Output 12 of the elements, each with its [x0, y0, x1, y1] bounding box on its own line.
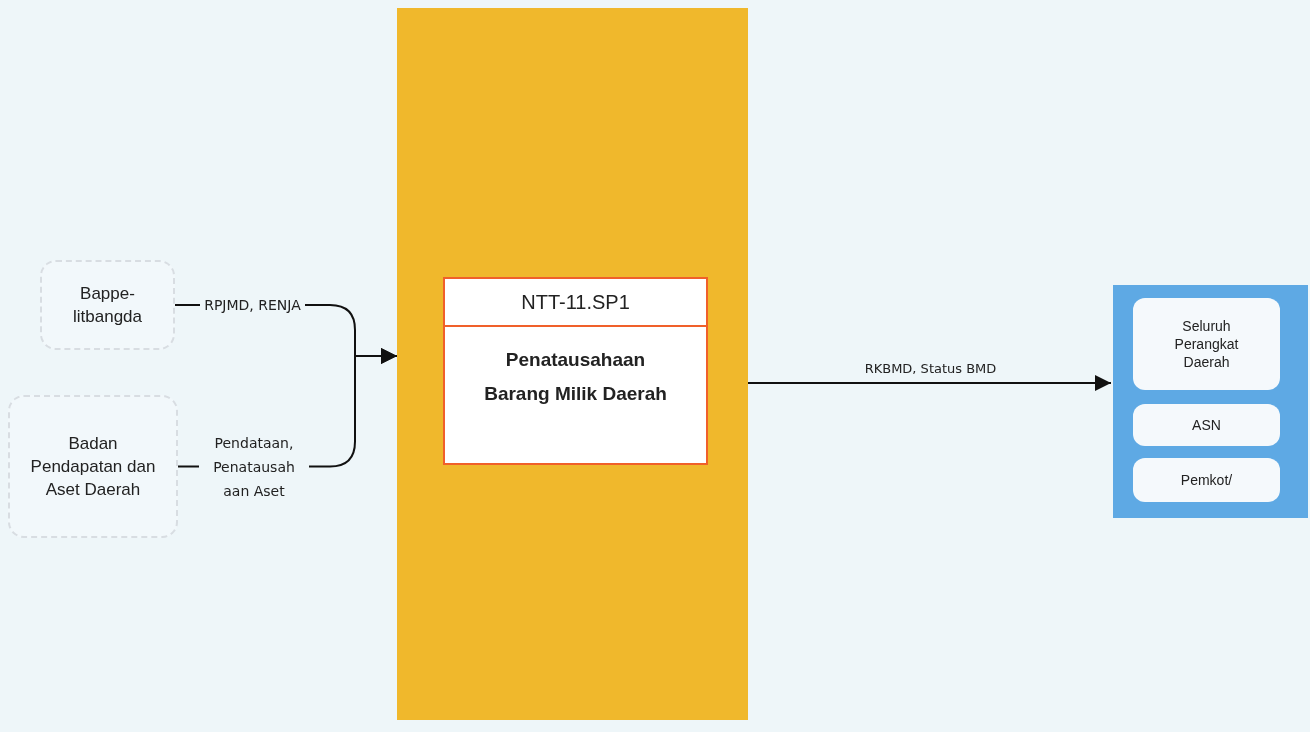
- recipient-panel: [1113, 285, 1308, 518]
- process-box: [443, 277, 708, 465]
- edge-label: RKBMD, Status BMD: [863, 360, 998, 379]
- arrow: [747, 375, 1112, 391]
- process-code: NTT-11.SP1: [445, 279, 706, 327]
- recipient-box: Pemkot/: [1133, 458, 1280, 502]
- organization-box: Bappe-litbangda: [40, 260, 175, 350]
- recipient-box: Seluruh Perangkat Daerah: [1133, 298, 1280, 390]
- organization-box: Badan Pendapatan dan Aset Daerah: [8, 395, 178, 538]
- process-band: [397, 8, 748, 720]
- process-title: Penatausahaan Barang Milik Daerah: [483, 348, 668, 406]
- recipient-box: ASN: [1133, 404, 1280, 446]
